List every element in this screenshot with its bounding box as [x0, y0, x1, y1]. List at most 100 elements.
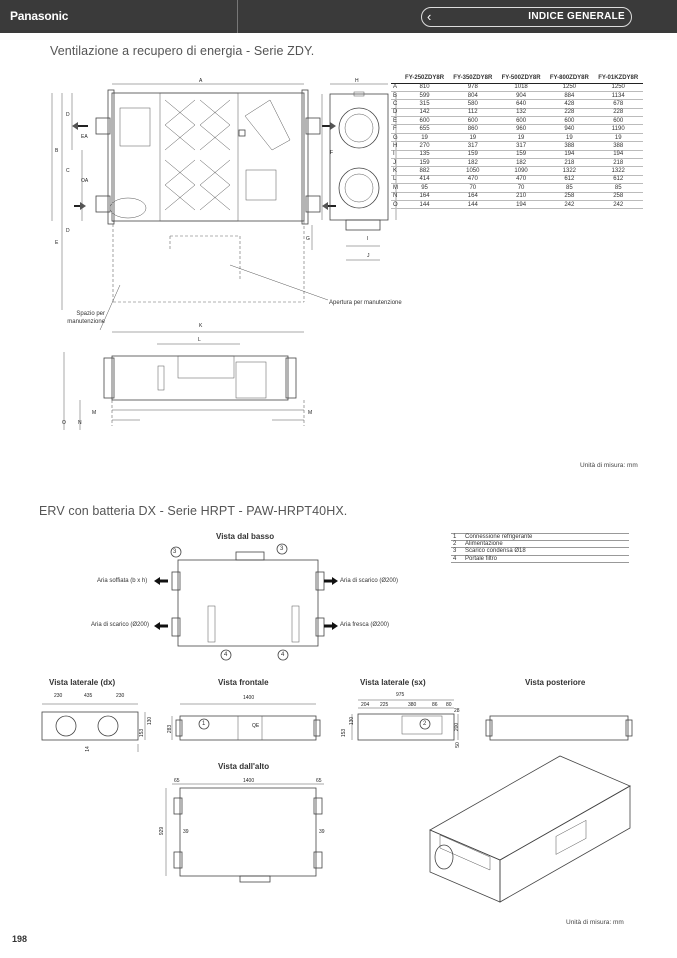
dim-m: M — [92, 410, 97, 416]
table-cell: 960 — [496, 124, 546, 134]
marker-1: 1 — [202, 721, 206, 727]
chevron-left-icon: ‹ — [427, 9, 432, 24]
top-bar: Panasonic ‹ INDICE GENERALE — [0, 0, 677, 33]
view-title-rear: Vista posteriore — [525, 678, 586, 687]
row-letter: D — [391, 108, 401, 118]
table-header-cell: FY-500ZDY8R — [496, 74, 546, 84]
label-qe: QE — [252, 723, 260, 729]
dim-ssx-975: 975 — [396, 692, 405, 698]
table-cell: 1050 — [448, 166, 497, 176]
dim-sdx-435: 435 — [84, 693, 93, 699]
table-cell: 414 — [400, 175, 449, 185]
table-cell: 85 — [593, 183, 643, 193]
page-number: 198 — [12, 934, 28, 944]
table-cell: 315 — [400, 99, 449, 109]
row-letter: F — [391, 124, 401, 134]
table-cell: 940 — [545, 124, 594, 134]
table-cell: 388 — [545, 141, 594, 151]
table-cell: 1250 — [545, 83, 594, 92]
dim-top-65a: 65 — [174, 778, 180, 784]
table-cell: 144 — [448, 200, 497, 210]
table-header-cell: FY-350ZDY8R — [448, 74, 497, 84]
table-cell: 19 — [593, 133, 643, 143]
table-cell: 194 — [593, 150, 643, 160]
table-cell: 132 — [496, 108, 546, 118]
table-cell: 19 — [448, 133, 497, 143]
table-cell: 85 — [545, 183, 594, 193]
dim-i: I — [367, 236, 369, 242]
marker-4-left: 4 — [224, 652, 228, 658]
dim-g: G — [306, 236, 310, 242]
dim-a: A — [199, 78, 203, 84]
dim-top-1400: 1400 — [243, 778, 255, 784]
table-cell: 95 — [400, 183, 449, 193]
index-button[interactable]: ‹ INDICE GENERALE — [421, 7, 632, 27]
row-letter: E — [391, 116, 401, 126]
row-letter: I — [391, 150, 401, 160]
table-cell: 182 — [496, 158, 546, 168]
table-cell: 142 — [400, 108, 449, 118]
dim-sdx-153: 153 — [139, 728, 146, 738]
dim-d2: D — [66, 228, 70, 234]
table-cell: 242 — [545, 200, 594, 210]
dim-front-283: 283 — [167, 724, 174, 734]
table-cell: 159 — [400, 158, 449, 168]
table-cell: 19 — [496, 133, 546, 143]
section-title-zdy: Ventilazione a recupero di energia - Ser… — [50, 44, 315, 58]
table-cell: 804 — [448, 91, 497, 101]
table-cell: 1322 — [593, 166, 643, 176]
dim-top-929: 929 — [159, 826, 166, 836]
table-cell: 884 — [545, 91, 594, 101]
table-cell: 1322 — [545, 166, 594, 176]
dim-f: F — [330, 150, 334, 156]
table-cell: 70 — [496, 183, 546, 193]
dim-n: N — [78, 420, 82, 426]
table-cell: 600 — [496, 116, 546, 126]
dim-ssx-153: 153 — [341, 728, 348, 738]
table-cell: 270 — [400, 141, 449, 151]
dim-ssx-50: 50 — [454, 742, 461, 748]
dim-k: K — [199, 323, 203, 329]
dim-top-65b: 65 — [316, 778, 322, 784]
table-cell: 655 — [400, 124, 449, 134]
row-letter: N — [391, 192, 401, 201]
table-header-cell: FY-250ZDY8R — [400, 74, 449, 84]
marker-2: 2 — [423, 721, 427, 727]
table-cell: 428 — [545, 99, 594, 109]
row-letter: K — [391, 166, 401, 176]
row-letter: H — [391, 141, 401, 151]
table-cell: 258 — [593, 192, 643, 201]
dim-sdx-230b: 230 — [116, 693, 125, 699]
table-cell: 164 — [448, 192, 497, 201]
table-cell: 388 — [593, 141, 643, 151]
row-letter: M — [391, 183, 401, 193]
table-cell: 144 — [400, 200, 449, 210]
table-cell: 112 — [448, 108, 497, 118]
table-cell: 599 — [400, 91, 449, 101]
label-ea: EA — [81, 134, 88, 140]
table-cell: 135 — [400, 150, 449, 160]
table-header-cell: FY-800ZDY8R — [545, 74, 594, 84]
dim-ssx-86: 86 — [432, 702, 438, 708]
table-header-cell: FY-01KZDY8R — [593, 74, 643, 84]
dim-o: O — [62, 420, 66, 426]
table-cell: 228 — [545, 108, 594, 118]
view-title-top: Vista dall'alto — [218, 762, 270, 771]
view-title-front: Vista frontale — [218, 678, 269, 687]
dim-l: L — [198, 337, 201, 343]
dim-j: J — [367, 253, 370, 259]
table-cell: 1018 — [496, 83, 546, 92]
